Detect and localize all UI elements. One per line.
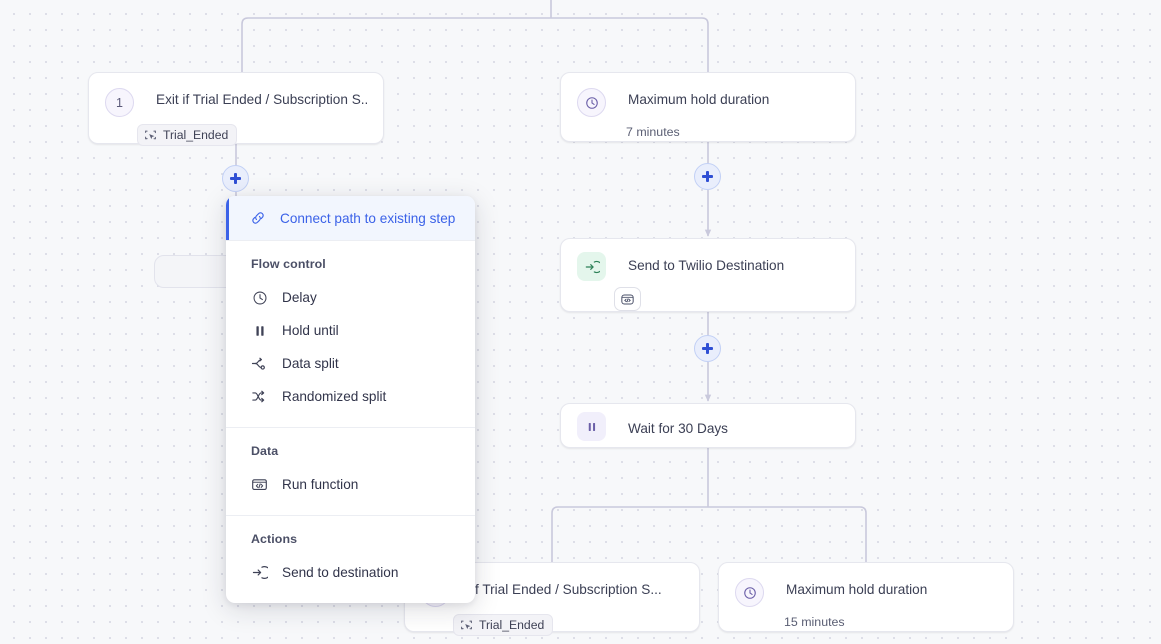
chip-label: Trial_Ended <box>479 618 545 632</box>
add-step-button-right-2[interactable] <box>694 335 721 362</box>
menu-divider <box>226 427 475 428</box>
arrow-into-circle-icon <box>251 564 268 581</box>
node-subtitle: 7 minutes <box>626 125 680 139</box>
menu-divider <box>226 240 475 241</box>
node-header: Wait for 30 Days <box>561 404 855 441</box>
clock-icon <box>743 586 756 599</box>
node-title: Exit if Trial Ended / Subscription S... <box>156 92 367 107</box>
clock-icon-wrap <box>577 88 606 117</box>
menu-group-actions: Actions Send to destination <box>226 516 475 603</box>
node-title: Maximum hold duration <box>786 582 928 597</box>
menu-item-randomized-split[interactable]: Randomized split <box>226 380 475 413</box>
menu-group-title: Flow control <box>251 257 326 271</box>
menu-item-run-function[interactable]: Run function <box>226 468 475 501</box>
node-title: Maximum hold duration <box>628 92 770 107</box>
menu-item-label: Data split <box>282 356 339 371</box>
clock-icon <box>585 96 598 109</box>
chip-label: Trial_Ended <box>163 128 229 142</box>
code-icon <box>251 476 268 493</box>
node-header: Send to Twilio Destination <box>561 239 855 281</box>
menu-item-delay[interactable]: Delay <box>226 281 475 314</box>
node-wait-30-days[interactable]: Wait for 30 Days <box>560 403 856 448</box>
menu-divider <box>226 515 475 516</box>
menu-item-label: Hold until <box>282 323 339 338</box>
destination-icon-wrap <box>577 252 606 281</box>
pause-icon <box>588 422 595 431</box>
menu-item-connect-path[interactable]: Connect path to existing step <box>226 196 475 240</box>
code-badge[interactable] <box>614 287 641 311</box>
menu-group-title: Data <box>251 444 279 458</box>
menu-item-hold-until[interactable]: Hold until <box>226 314 475 347</box>
selection-cursor-icon <box>461 620 472 629</box>
menu-item-label: Connect path to existing step <box>280 210 456 226</box>
step-number-badge: 1 <box>105 88 134 117</box>
menu-item-data-split[interactable]: Data split <box>226 347 475 380</box>
add-step-context-menu[interactable]: Connect path to existing step Flow contr… <box>226 196 475 603</box>
node-title: Send to Twilio Destination <box>628 258 785 273</box>
node-chip[interactable]: Trial_Ended <box>137 124 238 146</box>
node-header: 1 Exit if Trial Ended / Subscription S..… <box>89 73 383 117</box>
menu-group-title: Actions <box>251 532 298 546</box>
node-header: Maximum hold duration <box>561 73 855 117</box>
node-send-twilio[interactable]: Send to Twilio Destination <box>560 238 856 312</box>
pause-icon-wrap <box>577 412 606 441</box>
menu-item-label: Run function <box>282 477 359 492</box>
clock-icon-wrap <box>735 578 764 607</box>
node-title: Wait for 30 Days <box>628 421 728 436</box>
node-chip[interactable]: Trial_Ended <box>453 614 554 636</box>
arrow-into-circle-icon <box>585 260 600 273</box>
add-step-button-right-1[interactable] <box>694 163 721 190</box>
selection-cursor-icon <box>145 130 156 139</box>
menu-item-label: Delay <box>282 290 317 305</box>
node-title: if Trial Ended / Subscription S... <box>472 582 662 597</box>
shuffle-icon <box>251 388 268 405</box>
add-step-button-left[interactable] <box>222 165 249 192</box>
node-subtitle: 15 minutes <box>784 615 845 629</box>
data-split-icon <box>251 355 268 372</box>
clock-icon <box>251 289 268 306</box>
pause-icon <box>251 322 268 339</box>
menu-item-send-to-destination[interactable]: Send to destination <box>226 556 475 589</box>
node-max-hold-7[interactable]: Maximum hold duration 7 minutes <box>560 72 856 142</box>
menu-item-label: Send to destination <box>282 565 399 580</box>
link-icon <box>249 210 266 227</box>
code-icon <box>621 293 634 305</box>
menu-item-label: Randomized split <box>282 389 387 404</box>
menu-group-data: Data Run function <box>226 428 475 515</box>
node-header: Maximum hold duration <box>719 563 1013 607</box>
node-exit-trial-top[interactable]: 1 Exit if Trial Ended / Subscription S..… <box>88 72 384 146</box>
menu-group-flow-control: Flow control Delay Hold until <box>226 241 475 427</box>
node-max-hold-15[interactable]: Maximum hold duration 15 minutes <box>718 562 1014 632</box>
